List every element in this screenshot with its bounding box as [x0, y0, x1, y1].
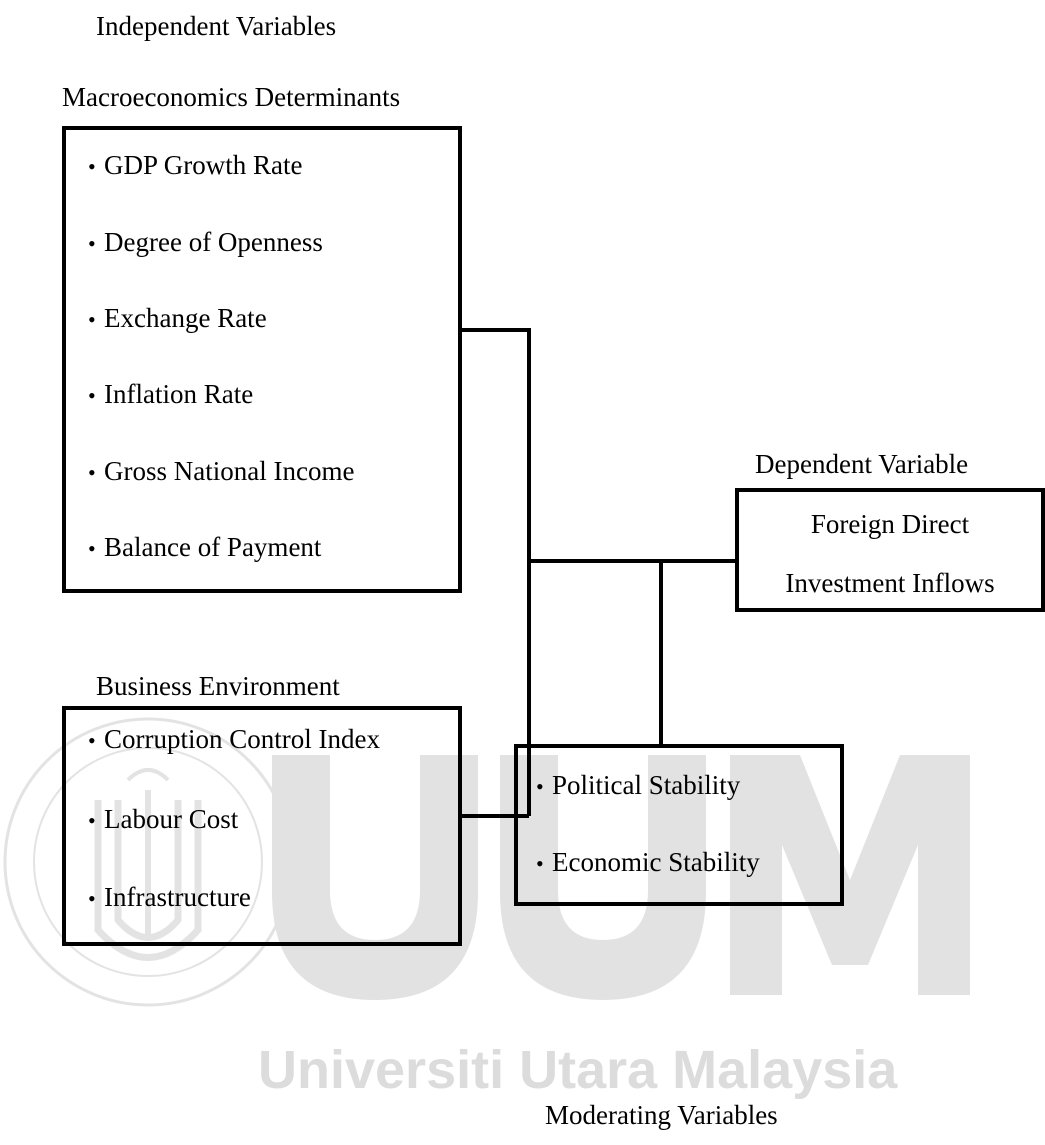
- dependent-line-2: Investment Inflows: [785, 568, 995, 598]
- bullet-icon: •: [88, 728, 96, 753]
- bullet-icon: •: [88, 536, 96, 561]
- bullet-icon: •: [88, 231, 96, 256]
- bullet-icon: •: [88, 307, 96, 332]
- list-item: •Economic Stability: [536, 846, 760, 880]
- bullet-icon: •: [536, 774, 544, 799]
- macro-connector: [461, 328, 531, 816]
- list-item: •Infrastructure: [88, 881, 251, 915]
- business-environment-box: •Corruption Control Index •Labour Cost •…: [62, 706, 462, 946]
- bullet-icon: •: [88, 460, 96, 485]
- bullet-icon: •: [88, 886, 96, 911]
- moderating-variables-label: Moderating Variables: [545, 1100, 778, 1130]
- list-item: •Balance of Payment: [88, 531, 321, 565]
- list-item: •Degree of Openness: [88, 226, 323, 260]
- macro-title: Macroeconomics Determinants: [62, 82, 401, 112]
- list-item: •Gross National Income: [88, 455, 354, 489]
- dependent-variable-box: Foreign Direct Investment Inflows: [735, 488, 1045, 612]
- bullet-icon: •: [88, 154, 96, 179]
- list-item: •GDP Growth Rate: [88, 149, 302, 183]
- list-item: •Exchange Rate: [88, 302, 267, 336]
- dependent-variable-label: Dependent Variable: [755, 449, 969, 479]
- bullet-icon: •: [536, 851, 544, 876]
- list-item: •Labour Cost: [88, 803, 238, 837]
- list-item: •Corruption Control Index: [88, 723, 380, 757]
- moderating-variables-box: •Political Stability •Economic Stability: [514, 744, 844, 906]
- macro-determinants-box: •GDP Growth Rate •Degree of Openness •Ex…: [62, 126, 462, 593]
- independent-variables-label: Independent Variables: [96, 11, 337, 41]
- bullet-icon: •: [88, 383, 96, 408]
- list-item: •Political Stability: [536, 769, 740, 803]
- university-seal-icon: [3, 717, 293, 1007]
- business-title: Business Environment: [96, 671, 340, 701]
- list-item: •Inflation Rate: [88, 378, 253, 412]
- watermark-text: Universiti Utara Malaysia: [258, 1040, 898, 1100]
- dependent-line-1: Foreign Direct: [810, 509, 970, 539]
- uum-letters-watermark: [272, 755, 970, 1000]
- bullet-icon: •: [88, 808, 96, 833]
